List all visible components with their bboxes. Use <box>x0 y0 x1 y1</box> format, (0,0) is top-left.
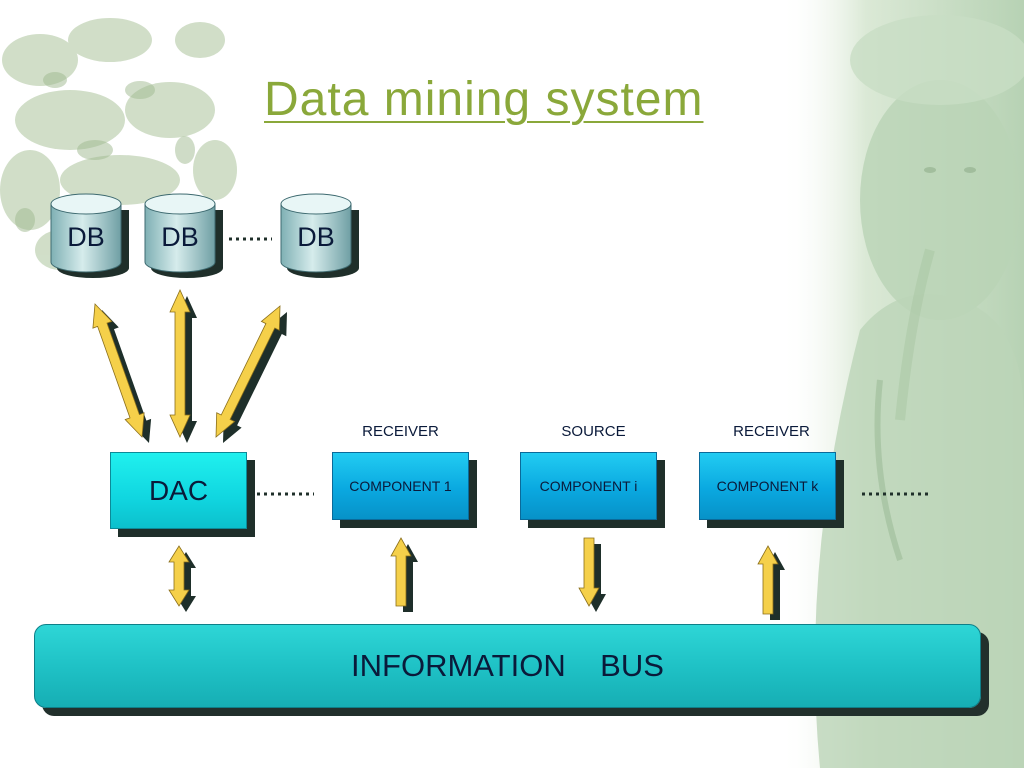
slide-title: Data mining system <box>264 73 704 126</box>
db1-dac-arrow <box>92 303 152 443</box>
db3-dac-arrow <box>215 305 287 443</box>
componenti-bus-arrow <box>578 537 606 612</box>
db2-dac-arrow <box>169 289 197 443</box>
database-cylinder-1 <box>50 193 129 278</box>
arrows-layer <box>92 289 785 620</box>
db-label-1: DB <box>67 222 105 252</box>
component-i-box: COMPONENT i <box>520 452 657 520</box>
component-k-box: COMPONENT k <box>699 452 836 520</box>
bus-componentk-arrow <box>757 545 785 620</box>
role-label-component-k: RECEIVER <box>733 423 810 440</box>
component-1-box: COMPONENT 1 <box>332 452 469 520</box>
database-cylinder-3 <box>280 193 359 278</box>
db-label-3: DB <box>297 222 335 252</box>
dac-box: DAC <box>110 452 247 529</box>
role-label-component-i: SOURCE <box>561 423 626 440</box>
bus-component1-arrow <box>390 537 418 612</box>
information-bus: INFORMATION BUS <box>34 624 981 708</box>
dac-bus-arrow <box>168 545 196 612</box>
db-label-2: DB <box>161 222 199 252</box>
role-label-component-1: RECEIVER <box>362 423 439 440</box>
database-cylinder-2 <box>144 193 223 278</box>
